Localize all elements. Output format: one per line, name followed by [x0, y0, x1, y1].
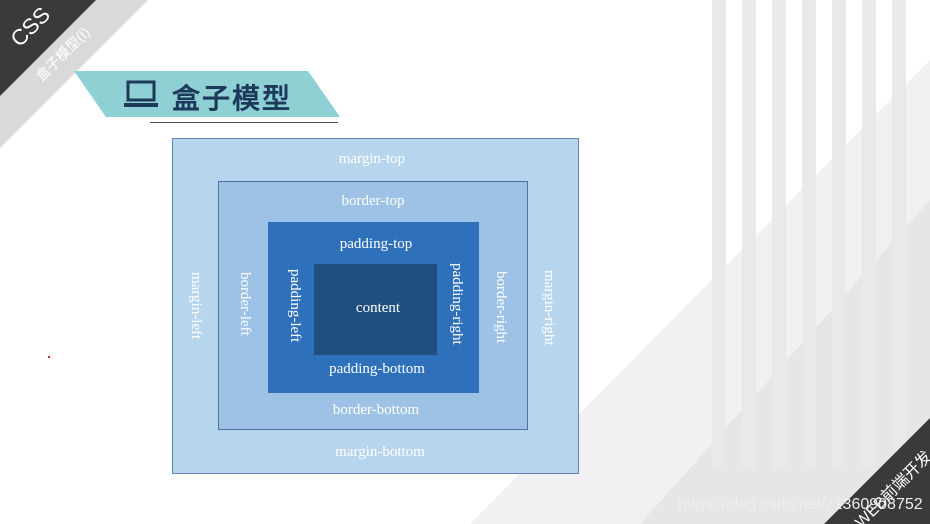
padding-left-label: padding-left: [287, 269, 303, 343]
border-right-label: border-right: [493, 271, 509, 344]
border-top-label: border-top: [341, 193, 405, 209]
content-box: [314, 264, 437, 355]
laptop-icon: [124, 80, 158, 107]
margin-top-label: margin-top: [338, 151, 406, 167]
padding-top-label: padding-top: [339, 236, 413, 252]
padding-right-label: padding-right: [449, 263, 465, 345]
title-banner: [74, 71, 340, 117]
margin-right-label: margin-right: [541, 270, 557, 346]
border-left-label: border-left: [237, 272, 253, 336]
padding-bottom-label: padding-bottom: [329, 361, 425, 377]
margin-left-label: margin-left: [188, 272, 204, 340]
border-bottom-label: border-bottom: [332, 402, 420, 418]
page-title: 盒子模型: [172, 82, 293, 115]
margin-bottom-label: margin-bottom: [335, 444, 425, 460]
stray-dot: [48, 356, 50, 358]
watermark-text: https://blog.csdn.net/z1360908752: [678, 496, 923, 513]
title-divider: [150, 122, 338, 123]
content-label: content: [355, 300, 401, 316]
